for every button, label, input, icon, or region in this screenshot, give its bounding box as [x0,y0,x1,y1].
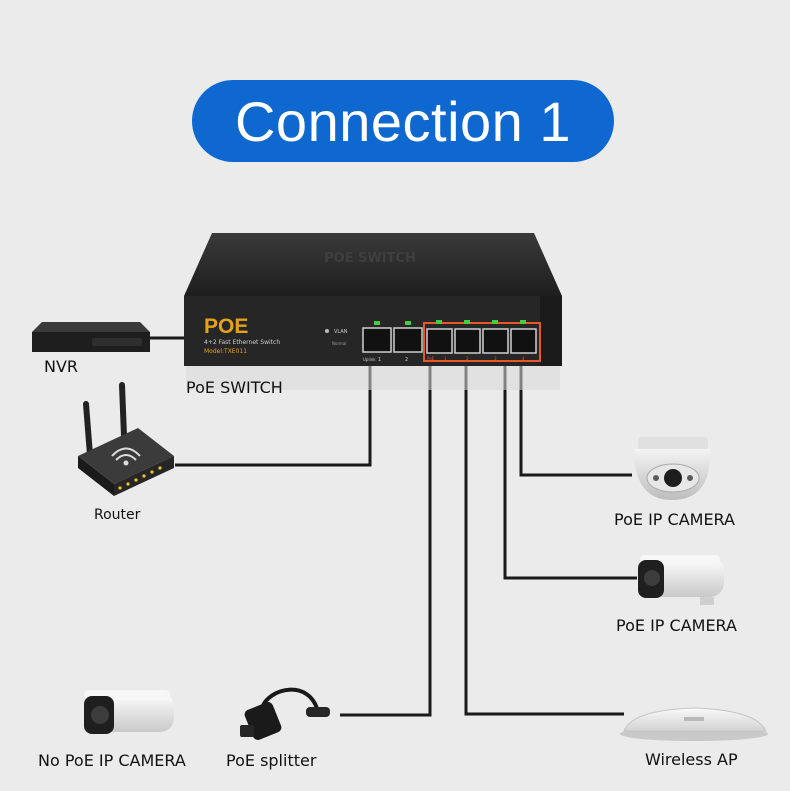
uplink-led-1 [374,321,380,325]
switch-side [540,296,562,366]
router-leds [118,466,162,490]
switch-reflection [186,366,560,390]
router-antenna-left [83,401,93,458]
router-antenna-right [119,382,127,439]
poe-port-1-num: 1 [444,356,447,361]
cable-wireless-ap [464,360,624,716]
bullet-right-mount [700,597,714,605]
router-front [78,456,114,496]
poe-port-frame [423,322,541,362]
splitter-port [240,725,254,737]
dome-base [638,437,708,449]
cable-no-poe-camera [340,360,432,717]
dome-camera [634,437,711,500]
cable-bullet-camera [503,360,637,580]
title-text: Connection 1 [234,89,571,153]
switch-top [184,233,562,296]
bullet-camera-left [84,690,174,734]
label-no-poe-camera: No PoE IP CAMERA [38,751,186,770]
poe-led-3 [492,320,498,324]
poe-ports: PoE 1 2 3 4 [423,320,541,362]
switch-top-text: POE SWITCH [324,251,416,266]
poe-port-2 [454,328,481,354]
nvr-front [32,332,150,352]
dome-ir-right [687,475,693,481]
splitter-dc-plug [306,707,330,717]
nvr-top [32,322,150,332]
poe-port-1 [426,328,453,354]
label-poe-splitter: PoE splitter [226,751,317,770]
bullet-camera-right [638,555,724,605]
poe-led-2 [464,320,470,324]
poe-led-4 [520,320,526,324]
uplink-led-2 [405,321,411,325]
uplink-port-2-num: 2 [405,357,408,363]
label-wireless-ap: Wireless AP [645,750,738,769]
dome-lens [664,469,682,487]
label-router: Router [94,507,141,523]
title-banner: Connection 1 [192,80,614,162]
switch-logo: POE [204,315,248,338]
cable-router [175,360,372,467]
uplink-port-1-num: 1 [378,357,381,363]
uplink-label: Uplink [363,357,376,362]
uplink-ports: Uplink 1 2 [362,321,423,363]
poe-port-3 [482,328,509,354]
normal-text: Normal [332,341,346,346]
bullet-left-lens [91,706,109,724]
poe-port-4-num: 4 [522,356,525,361]
router-device [78,382,174,496]
ap-logo [684,717,704,721]
uplink-port-2 [393,327,423,353]
nvr-front-panel [92,338,142,346]
poe-label: PoE [427,356,435,361]
vlan-led [325,329,329,333]
poe-led-1 [436,320,442,324]
poe-port-3-num: 3 [494,356,497,361]
switch-subtitle: 4+2 Fast Ethernet Switch [204,339,280,346]
splitter-cable [260,687,320,713]
poe-splitter [240,687,330,740]
uplink-port-1 [362,327,392,353]
label-camera-bullet: PoE IP CAMERA [616,616,737,635]
bullet-right-lens [644,570,660,586]
wireless-ap [620,707,768,741]
label-camera-dome: PoE IP CAMERA [614,510,735,529]
nvr-device [32,322,150,352]
poe-port-2-num: 2 [466,356,469,361]
label-poe-switch: PoE SWITCH [186,378,283,397]
wifi-icon [111,447,141,466]
dome-ir-left [653,475,659,481]
label-nvr: NVR [44,357,79,376]
switch-model: Model:TXE011 [204,348,247,355]
vlan-text: VLAN [334,329,348,335]
cables [150,336,637,717]
cable-dome-camera [519,360,632,477]
poe-switch: POE SWITCH POE 4+2 Fast Ethernet Switch … [184,233,562,390]
poe-port-4 [510,328,537,354]
